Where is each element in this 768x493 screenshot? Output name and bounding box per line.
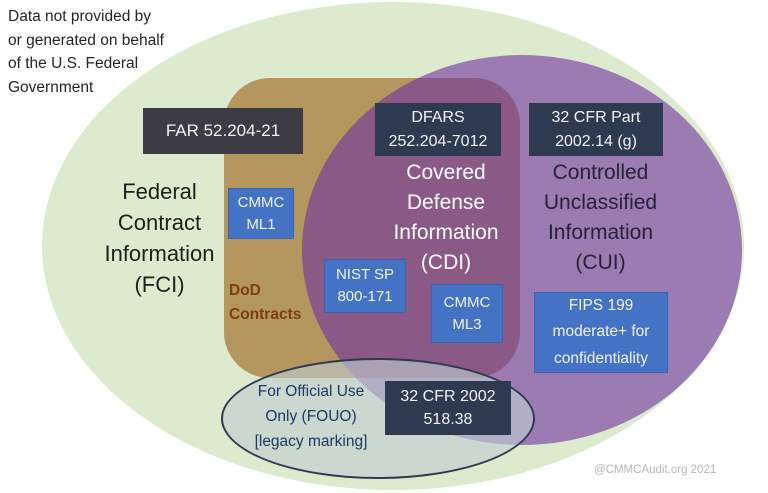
cdi-region-label: Covered Defense Information (CDI) bbox=[393, 161, 499, 274]
cui-region-label: Controlled Unclassified Information (CUI… bbox=[543, 161, 658, 274]
far-52-204-21-badge: FAR 52.204-21 bbox=[143, 108, 303, 154]
cfr-2002-518-38-badge: 32 CFR 2002 518.38 bbox=[385, 381, 511, 435]
fips-199-badge: FIPS 199 moderate+ for confidentiality bbox=[534, 292, 668, 373]
fci-region-label: Federal Contract Information (FCI) bbox=[104, 179, 215, 297]
watermark-credit: @CMMCAudit.org 2021 bbox=[594, 464, 717, 476]
nist-sp-800-171-badge: NIST SP 800-171 bbox=[324, 259, 406, 313]
dfars-252-204-7012-badge: DFARS 252.204-7012 bbox=[375, 103, 501, 156]
cmmc-ml3-badge: CMMC ML3 bbox=[431, 284, 503, 343]
cmmc-ml1-badge: CMMC ML1 bbox=[228, 188, 294, 239]
annotation-note: Data not provided by or generated on beh… bbox=[8, 8, 164, 96]
cfr-part-2002-14g-badge: 32 CFR Part 2002.14 (g) bbox=[529, 103, 663, 156]
fouo-region-label: For Official Use Only (FOUO) [legacy mar… bbox=[254, 383, 368, 450]
dod-contracts-label: DoD Contracts bbox=[229, 282, 302, 323]
